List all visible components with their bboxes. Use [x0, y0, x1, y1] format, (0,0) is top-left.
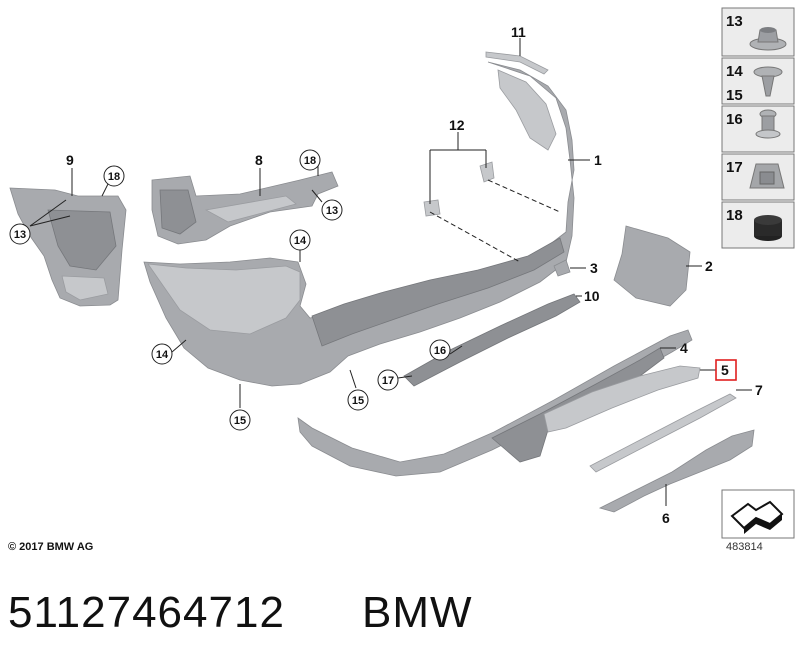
callout-6: 6 [662, 510, 670, 526]
svg-text:13: 13 [14, 229, 26, 241]
fastener-sidebar: 13 14 15 16 17 18 [721, 7, 795, 249]
svg-text:14: 14 [156, 349, 169, 361]
part-2-side-cover [613, 225, 691, 307]
lower-trim-panel [297, 329, 693, 477]
svg-text:13: 13 [326, 205, 338, 217]
direction-arrow-icon [730, 500, 784, 534]
part-9-bracket [9, 187, 127, 307]
svg-text:14: 14 [726, 63, 743, 80]
svg-text:13: 13 [726, 13, 743, 30]
callout-3: 3 [590, 260, 598, 276]
callout-14-top: 14 [289, 229, 311, 251]
rubber-buffer-icon [754, 215, 782, 241]
brand-name: BMW [362, 588, 473, 637]
svg-text:15: 15 [352, 395, 364, 407]
part-7-trim [589, 393, 737, 473]
callout-5-highlight-box [715, 359, 737, 381]
sidebar-box-16 [721, 105, 795, 153]
clip-nut-icon [749, 163, 785, 189]
part-10-lower-grille [403, 293, 581, 387]
svg-text:18: 18 [108, 171, 120, 183]
svg-text:17: 17 [382, 375, 394, 387]
callout-13-left: 13 [9, 223, 31, 245]
part-1-bumper-panel [143, 61, 575, 387]
svg-text:18: 18 [304, 155, 316, 167]
copyright-notice: © 2017 BMW AG [8, 541, 94, 553]
part-6-guide [598, 429, 755, 513]
callout-2: 2 [705, 258, 713, 274]
callout-14-left: 14 [151, 343, 173, 365]
part-3-clip [553, 259, 571, 277]
svg-text:14: 14 [294, 235, 307, 247]
orientation-arrow-box [721, 489, 795, 539]
callout-17: 17 [377, 369, 399, 391]
hex-nut-icon [749, 27, 787, 51]
callout-13-mid: 13 [321, 199, 343, 221]
callout-18-top-left: 18 [103, 165, 125, 187]
part-5-chrome-strip [543, 365, 701, 433]
callout-12: 12 [449, 117, 465, 133]
svg-text:17: 17 [726, 159, 743, 176]
part-number: 51127464712 [8, 588, 285, 637]
svg-text:16: 16 [726, 111, 743, 128]
push-rivet-icon [753, 66, 783, 97]
callout-11: 11 [511, 24, 526, 40]
callout-4: 4 [680, 340, 688, 356]
part-12-brackets [423, 161, 495, 217]
callout-5: 5 [721, 362, 729, 378]
expanding-rivet-icon [755, 109, 781, 139]
callout-15-mid: 15 [347, 389, 369, 411]
svg-text:18: 18 [726, 207, 743, 224]
callout-16: 16 [429, 339, 451, 361]
diagram-id: 483814 [726, 541, 763, 553]
svg-text:15: 15 [726, 87, 743, 104]
callout-9: 9 [66, 152, 74, 168]
callout-8: 8 [255, 152, 263, 168]
callout-10: 10 [584, 288, 600, 304]
part-8-carrier [151, 171, 339, 245]
callout-7: 7 [755, 382, 763, 398]
svg-text:16: 16 [434, 345, 446, 357]
svg-text:15: 15 [234, 415, 246, 427]
callout-15-left: 15 [229, 409, 251, 431]
callout-1: 1 [594, 152, 602, 168]
sidebar-box-14-15 [721, 57, 795, 105]
callout-18-top-mid: 18 [299, 149, 321, 171]
